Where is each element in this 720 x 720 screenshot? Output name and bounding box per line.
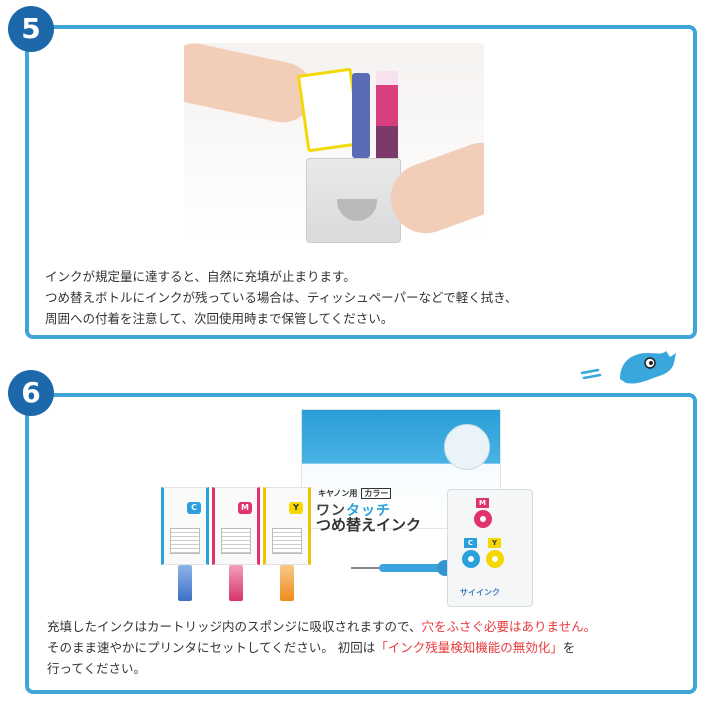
box-title: ワンタッチ [316,503,391,519]
step-5-badge: 5 [8,6,54,52]
cyan-ink-pouch: C [161,487,209,565]
step-5-instructions: インクが規定量に達すると、自然に充填が止まります。 つめ替えボトルにインクが残っ… [45,266,517,329]
hole-punch-tool-icon [351,560,453,576]
step-5-panel: インクが規定量に達すると、自然に充填が止まります。 つめ替えボトルにインクが残っ… [25,25,697,339]
yellow-ink-pouch: Y [263,487,311,565]
rhino-mascot-icon [580,351,676,384]
no-need-to-seal-note: 穴をふさぐ必要はありません。 [421,619,597,634]
cyan-cartridge [352,73,370,158]
step-6-panel: キヤノン用カラー ワンタッチ つめ替えインク C M Y M C Y サイインク [25,393,697,694]
step-6-line-2: そのまま速やかにプリンタにセットしてください。 初回は「インク残量検知機能の無効… [47,640,576,655]
box-subtitle: つめ替えインク [316,516,422,534]
ink-refill-box: キヤノン用カラー ワンタッチ つめ替えインク [301,409,501,534]
step-6-badge: 6 [8,370,54,416]
disable-ink-detection-link: 「インク残量検知機能の無効化」 [375,640,563,655]
cartridge-brand-label: サイインク [460,588,500,597]
refill-tray [306,158,401,243]
brand-logo-icon [444,424,490,470]
magenta-nozzle [229,565,243,601]
box-maker-label: キヤノン用カラー [318,488,392,499]
step-5-photo [184,43,484,243]
magenta-cartridge [376,71,398,163]
step-5-line-2: つめ替えボトルにインクが残っている場合は、ティッシュペーパーなどで軽く拭き、 [45,290,518,305]
step-5-line-3: 周囲への付着を注意して、次回使用時まで保管してください。 [45,311,394,326]
step-6-line-3: 行ってください。 [47,661,147,676]
step-6-instructions: 充填したインクはカートリッジ内のスポンジに吸収されますので、穴をふさぐ必要はあり… [47,616,596,679]
yellow-nozzle [280,565,294,601]
magenta-ink-pouch: M [212,487,260,565]
cyan-nozzle [178,565,192,601]
refillable-cartridge: M C Y サイインク [447,489,533,607]
step-5-line-1: インクが規定量に達すると、自然に充填が止まります。 [45,269,356,284]
step-6-line-1: 充填したインクはカートリッジ内のスポンジに吸収されますので、穴をふさぐ必要はあり… [47,619,597,634]
